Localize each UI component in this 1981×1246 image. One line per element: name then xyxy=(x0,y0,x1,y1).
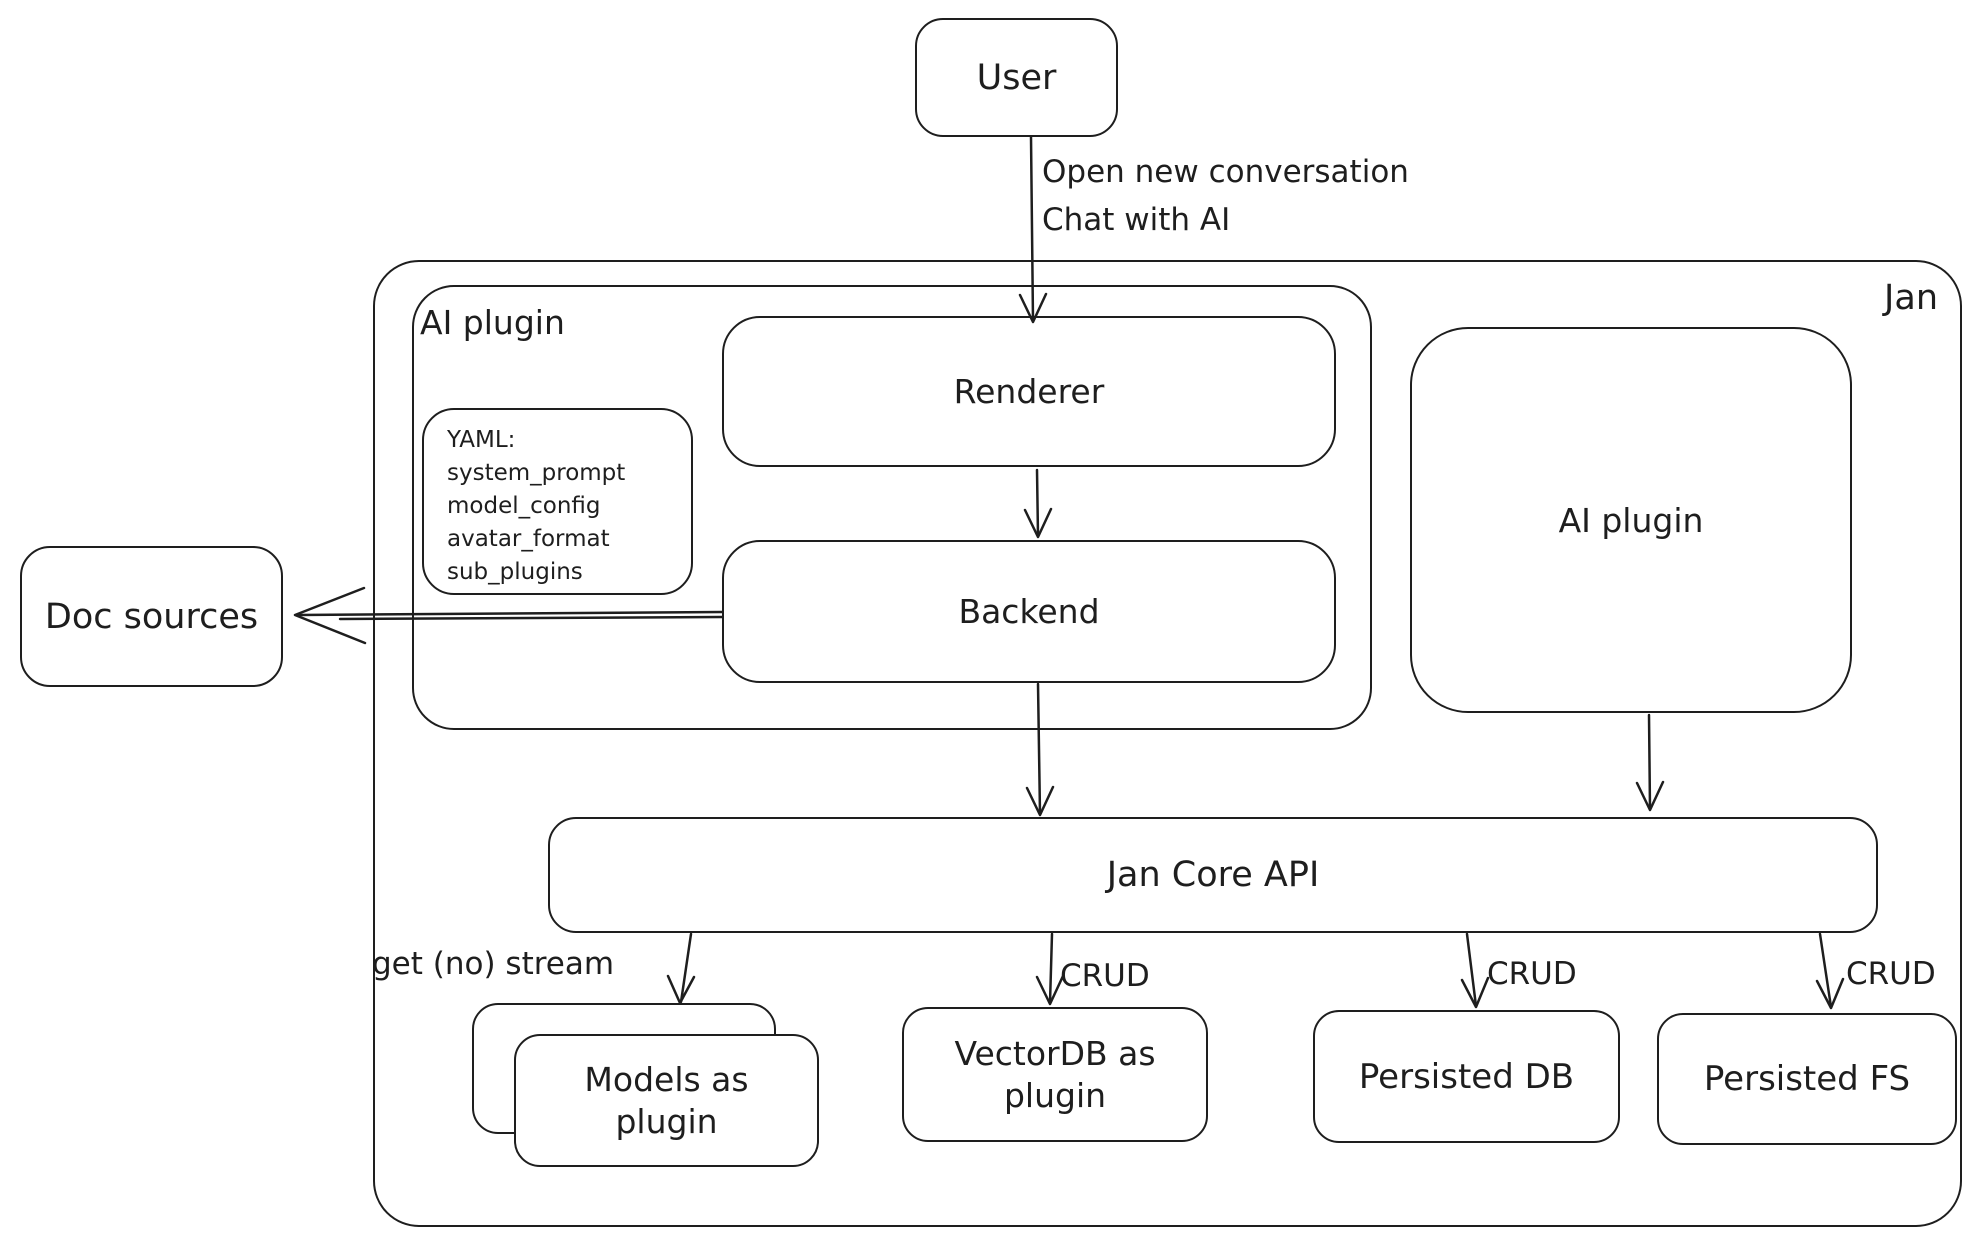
jan-core-api-label: Jan Core API xyxy=(1106,855,1320,895)
yaml-note-line: avatar_format xyxy=(447,526,610,552)
vectordb-plugin-label: VectorDB as plugin xyxy=(954,1034,1156,1115)
edge-label-get-no-stream: get (no) stream xyxy=(372,946,615,982)
jan-core-api-node: Jan Core API xyxy=(548,817,1878,933)
yaml-note: YAML: system_prompt model_config avatar_… xyxy=(422,408,693,595)
ai-plugin-container-label: AI plugin xyxy=(420,303,565,342)
ai-plugin-right-label: AI plugin xyxy=(1558,500,1704,540)
persisted-fs-node: Persisted FS xyxy=(1657,1013,1957,1145)
renderer-node-label: Renderer xyxy=(953,372,1105,411)
persisted-db-label: Persisted DB xyxy=(1358,1056,1575,1097)
yaml-note-line: system_prompt xyxy=(447,460,626,486)
edge-label-crud-persisted-fs: CRUD xyxy=(1846,956,1936,992)
edge-label-crud-persisted-db: CRUD xyxy=(1487,956,1577,992)
edge-label-user-action: Open new conversation Chat with AI xyxy=(1042,148,1409,244)
edge-label-user-action-line2: Chat with AI xyxy=(1042,202,1231,238)
ai-plugin-right-node: AI plugin xyxy=(1410,327,1852,713)
user-node-label: User xyxy=(976,57,1057,98)
vectordb-plugin-node: VectorDB as plugin xyxy=(902,1007,1208,1142)
jan-container-label: Jan xyxy=(1884,278,1938,318)
edge-label-crud-vectordb: CRUD xyxy=(1060,958,1150,994)
user-node: User xyxy=(915,18,1118,137)
renderer-node: Renderer xyxy=(722,316,1336,467)
doc-sources-node: Doc sources xyxy=(20,546,283,687)
models-plugin-node: Models as plugin xyxy=(514,1034,819,1167)
backend-node: Backend xyxy=(722,540,1336,683)
persisted-db-node: Persisted DB xyxy=(1313,1010,1620,1143)
persisted-fs-label: Persisted FS xyxy=(1703,1059,1911,1099)
yaml-note-line: model_config xyxy=(447,493,601,519)
edge-label-user-action-line1: Open new conversation xyxy=(1042,154,1409,190)
yaml-note-line: YAML: xyxy=(447,427,516,453)
models-plugin-label: Models as plugin xyxy=(584,1060,749,1141)
yaml-note-line: sub_plugins xyxy=(447,559,583,585)
backend-node-label: Backend xyxy=(958,592,1100,631)
doc-sources-label: Doc sources xyxy=(44,596,259,637)
